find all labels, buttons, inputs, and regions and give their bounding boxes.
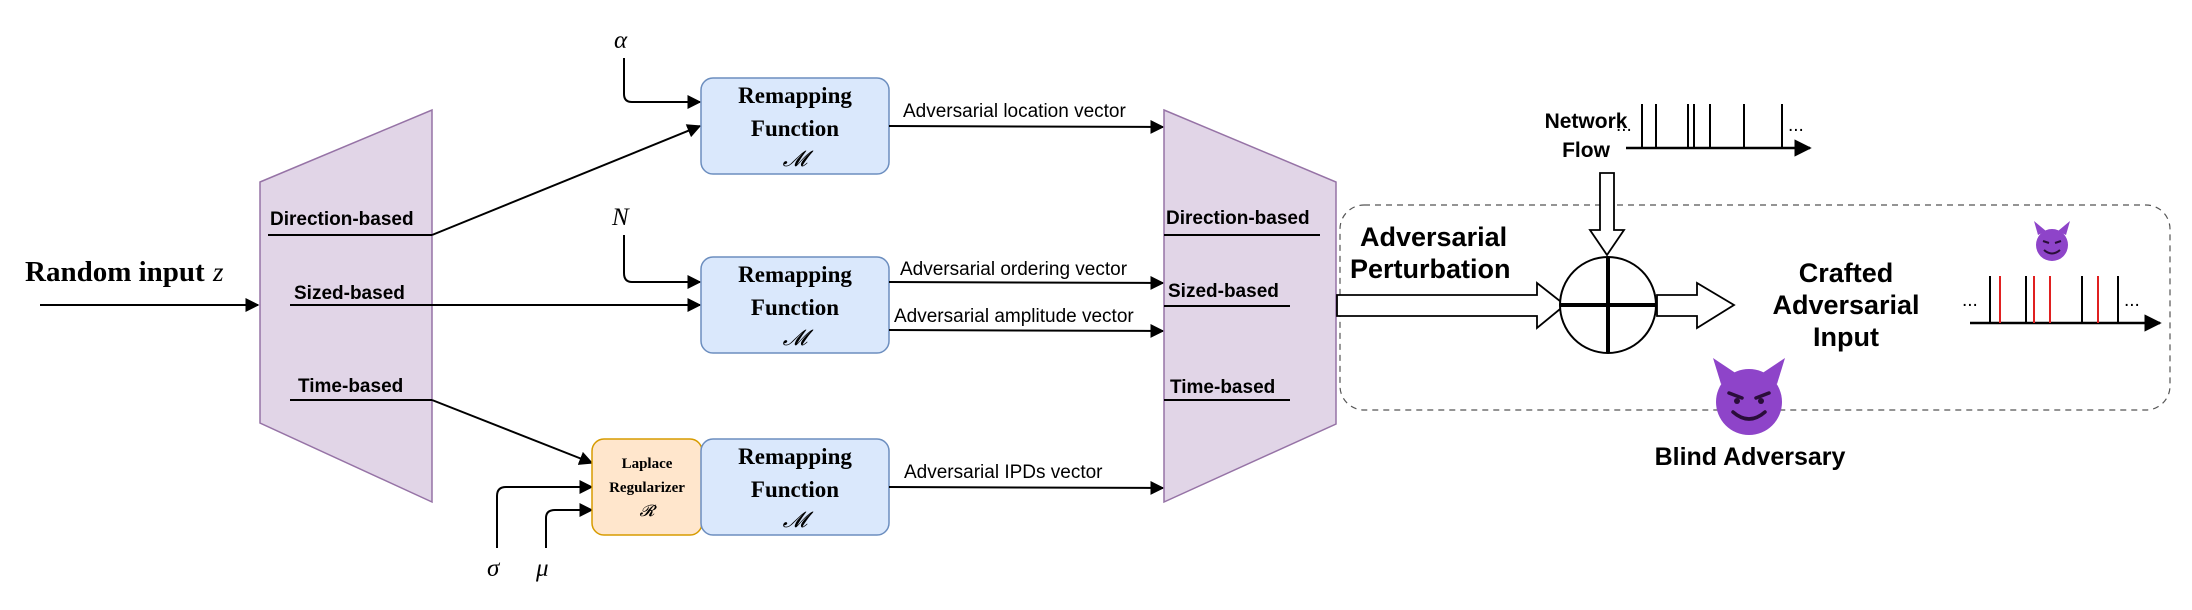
crafted-line-1: Crafted <box>1799 258 1894 288</box>
flow-ellipsis-right: ... <box>1788 115 1804 136</box>
crafted-ellipsis-right: ... <box>2124 290 2140 311</box>
decoder-row-direction: Direction-based <box>1166 208 1310 229</box>
decoder-row-time: Time-based <box>1170 377 1275 398</box>
alpha-arrow <box>623 58 702 109</box>
n-arrow <box>623 235 702 289</box>
ipds-vector-label: Adversarial IPDs vector <box>904 462 1103 483</box>
z-symbol: z <box>212 257 224 287</box>
encoder-row-time: Time-based <box>298 376 403 397</box>
sigma-arrow <box>496 480 594 548</box>
blind-adversary-label: Blind Adversary <box>1655 443 1846 471</box>
flow-ellipsis-left: ... <box>1616 115 1632 136</box>
remap-title-1: Remapping <box>738 83 852 108</box>
remap-title-1: Remapping <box>738 262 852 287</box>
crafted-flow-timeline <box>1970 276 2162 332</box>
n-symbol: N <box>611 204 630 231</box>
perturbation-line-1: Adversarial <box>1360 222 1507 252</box>
remap-title-1: Remapping <box>738 444 852 469</box>
network-flow-line-1: Network <box>1545 110 1628 133</box>
remap-title-2: Function <box>751 477 839 502</box>
remap-title-2: Function <box>751 295 839 320</box>
direction-to-remap-arrow <box>431 124 702 236</box>
devil-icon <box>1713 358 1785 435</box>
output-arrow <box>1656 281 1736 330</box>
laplace-line-2: Regularizer <box>609 480 685 496</box>
ordering-vector-label: Adversarial ordering vector <box>900 259 1128 280</box>
adversary-region <box>1339 204 2171 411</box>
remap-box-ipds: Remapping Function 𝓜 <box>700 438 890 536</box>
ipds-vector-arrow <box>888 480 1165 495</box>
encoder-row-direction: Direction-based <box>270 209 414 230</box>
perturbation-line-2: Perturbation <box>1350 254 1511 284</box>
alpha-symbol: α <box>614 27 628 54</box>
mu-arrow <box>545 503 594 548</box>
network-flow-timeline <box>1626 104 1812 157</box>
location-vector-arrow <box>888 119 1165 134</box>
encoder-row-sized: Sized-based <box>294 283 405 304</box>
perturbation-arrow <box>1336 281 1567 330</box>
random-input-label: Random input <box>25 256 205 288</box>
amplitude-vector-label: Adversarial amplitude vector <box>894 306 1134 327</box>
remap-box-location: Remapping Function 𝓜 <box>700 77 890 175</box>
crafted-ellipsis-left: ... <box>1962 290 1978 311</box>
ordering-vector-arrow <box>888 275 1165 290</box>
laplace-line-1: Laplace <box>622 456 673 472</box>
location-vector-label: Adversarial location vector <box>903 101 1126 122</box>
network-flow-down-arrow <box>1588 172 1626 257</box>
laplace-regularizer-box: Laplace Regularizer 𝓡 <box>591 438 703 536</box>
amplitude-vector-arrow <box>888 323 1165 338</box>
crafted-line-2: Adversarial <box>1772 290 1919 320</box>
time-to-laplace-arrow <box>431 399 594 465</box>
xor-icon <box>1559 256 1657 354</box>
devil-icon-small <box>2034 221 2070 261</box>
laplace-symbol: 𝓡 <box>640 503 658 520</box>
sigma-symbol: σ <box>487 555 501 582</box>
network-flow-line-2: Flow <box>1562 139 1610 162</box>
crafted-line-3: Input <box>1813 322 1879 352</box>
remap-title-2: Function <box>751 116 839 141</box>
remap-box-ordering-amplitude: Remapping Function 𝓜 <box>700 256 890 354</box>
mu-symbol: μ <box>535 555 549 582</box>
decoder-row-sized: Sized-based <box>1168 281 1279 302</box>
